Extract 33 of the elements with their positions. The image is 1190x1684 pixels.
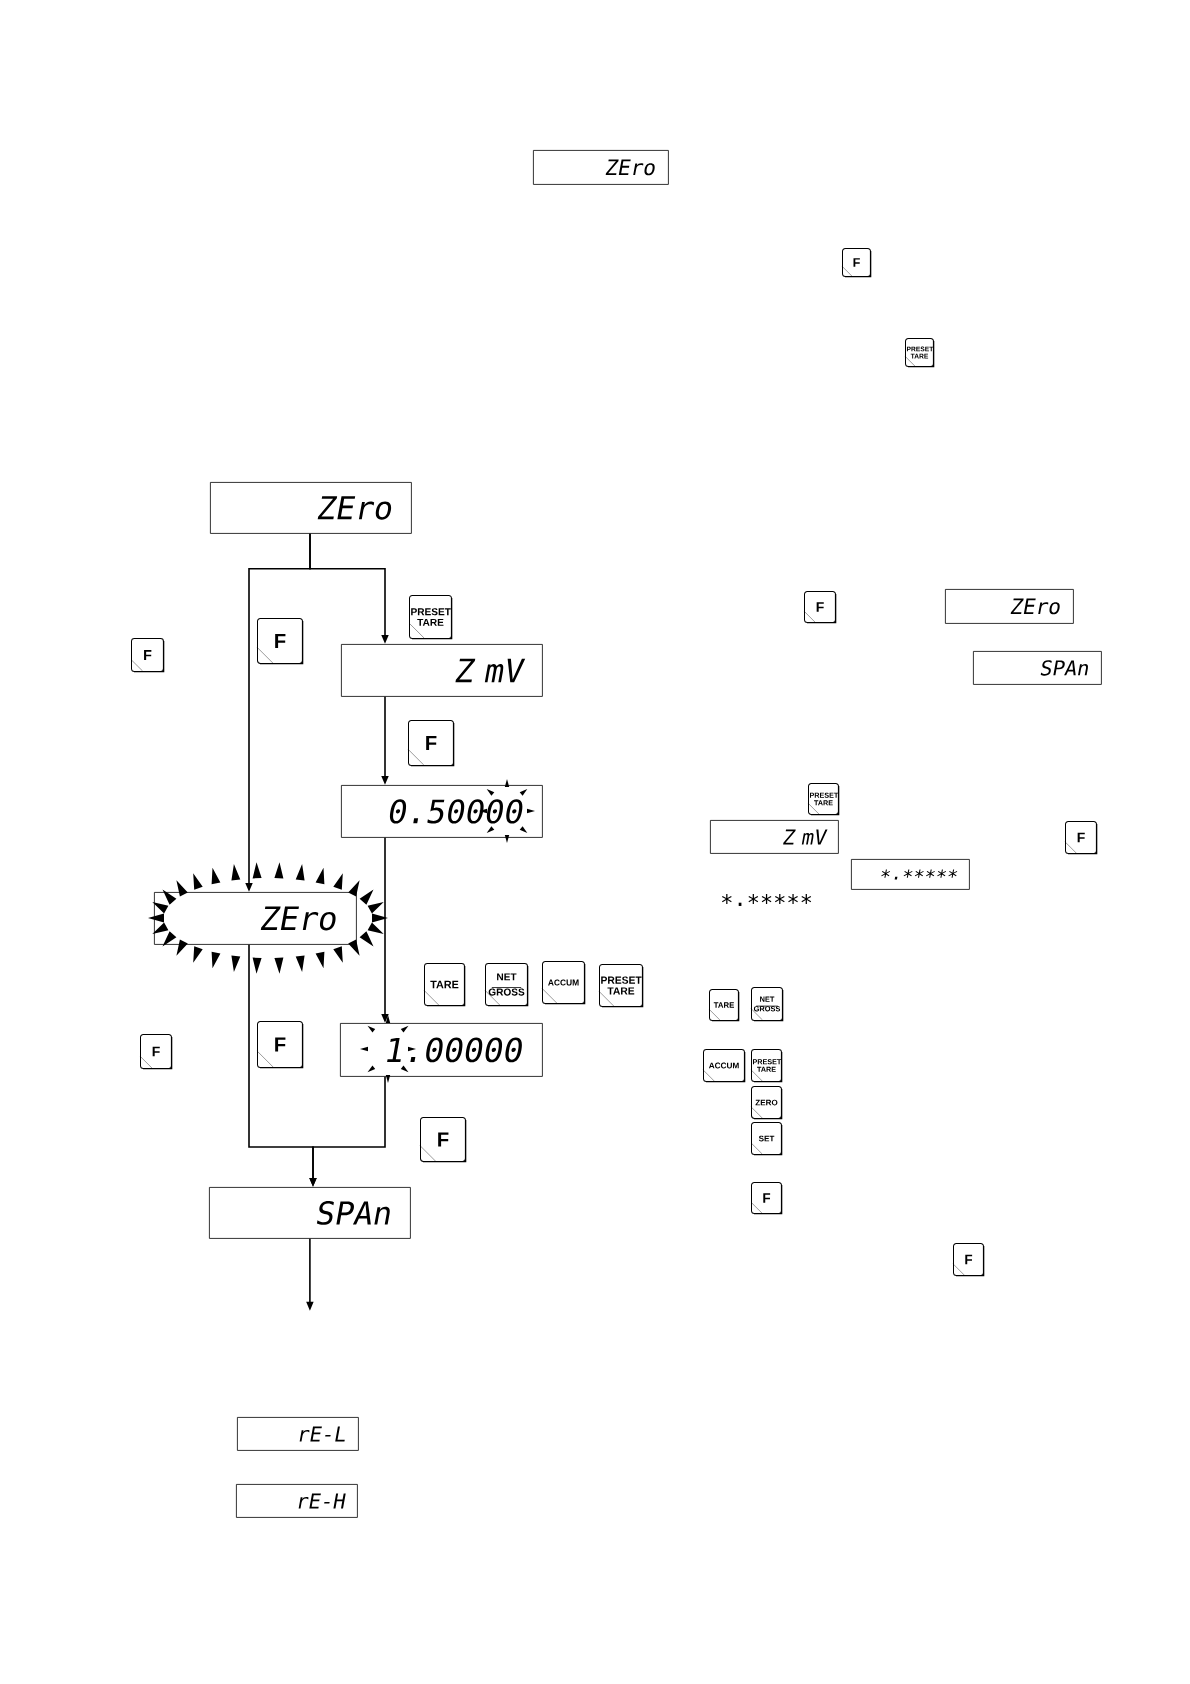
key-button: PRESET TARE [408,595,453,640]
key-button: F [139,1034,173,1070]
key-button: ACCUM [541,961,586,1005]
key-button: F [407,720,455,767]
display-box: Z mV [710,820,839,854]
key-button: F [803,591,837,624]
key-button: NET GROSS [484,963,529,1007]
display-box: ZEro [945,589,1074,624]
key-button: F [130,638,165,673]
key-button: ACCUM [702,1049,746,1083]
key-button: F [1064,821,1098,855]
key-button: PRESET TARE [598,964,644,1008]
display-box: ∗.∗∗∗∗∗ [851,859,970,890]
display-box: SPAn [209,1187,411,1239]
display-box: rE-H [236,1484,358,1518]
display-box: ZEro [533,150,669,185]
key-button: ZERO [750,1086,783,1120]
display-box: rE-L [237,1417,359,1451]
display-box: ZEro [210,482,412,534]
key-button: F [419,1117,467,1163]
display-box: 1.00000 [340,1023,543,1077]
key-button: F [750,1182,783,1215]
key-button: F [256,618,304,665]
key-button: SET [750,1122,783,1156]
key-button: F [841,248,872,278]
display-box: Z mV [341,644,543,697]
key-button: F [256,1021,304,1069]
display-box: ZEro [154,892,357,945]
display-box: 0.50000 [341,785,543,838]
key-button: TARE [423,963,466,1007]
key-button: F [952,1243,985,1277]
note-text: ∗.∗∗∗∗∗ [722,894,812,906]
display-box: SPAn [973,651,1102,685]
